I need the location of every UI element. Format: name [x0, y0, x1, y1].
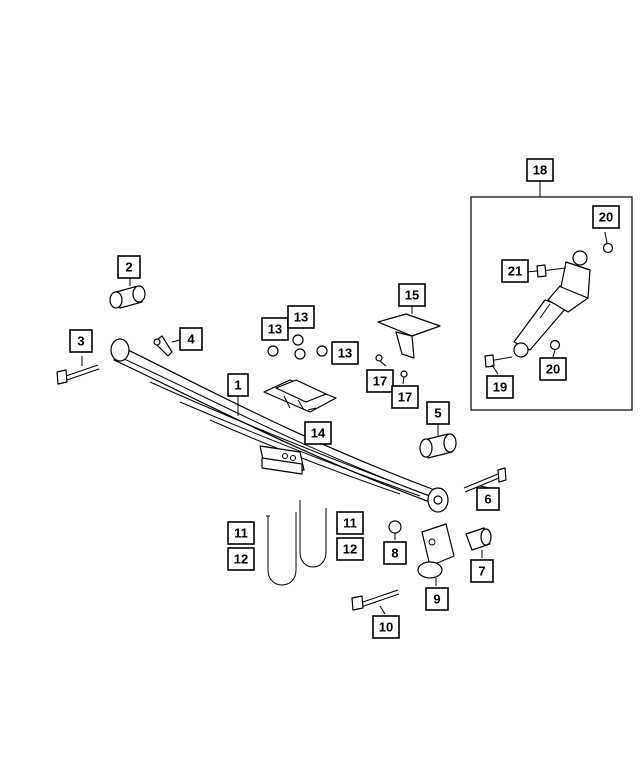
svg-text:20: 20 — [546, 362, 560, 377]
spring-spacer-block[interactable] — [259, 445, 305, 475]
callout-14: 14 — [304, 421, 332, 445]
shock-absorber[interactable] — [513, 250, 591, 358]
svg-text:20: 20 — [599, 210, 613, 225]
svg-text:14: 14 — [311, 426, 326, 441]
callout-15: 15 — [398, 283, 426, 307]
shackle-bolt-long[interactable] — [463, 467, 507, 493]
shock-nut-lower[interactable] — [549, 339, 561, 351]
svg-text:13: 13 — [268, 322, 282, 337]
shackle-bolt[interactable] — [351, 589, 400, 611]
u-bolt-right[interactable] — [299, 500, 327, 568]
svg-text:12: 12 — [234, 552, 248, 567]
callout-13-a: 13 — [261, 317, 289, 341]
svg-text:19: 19 — [493, 380, 507, 395]
callout-6: 6 — [476, 487, 500, 511]
shock-nut-upper[interactable] — [602, 242, 614, 254]
svg-text:9: 9 — [433, 592, 440, 607]
shackle-nut[interactable] — [388, 520, 402, 534]
shackle-bushing[interactable] — [465, 527, 492, 551]
leaf-spring[interactable] — [110, 338, 449, 513]
callout-19: 19 — [486, 375, 514, 399]
svg-text:2: 2 — [125, 260, 132, 275]
bracket-nut-right[interactable] — [400, 370, 408, 378]
svg-text:13: 13 — [338, 346, 352, 361]
svg-text:5: 5 — [434, 406, 441, 421]
callout-12-right: 12 — [336, 537, 364, 561]
callout-2: 2 — [117, 255, 141, 279]
svg-text:17: 17 — [398, 390, 412, 405]
svg-text:1: 1 — [234, 378, 241, 393]
shock-absorber-inset-frame — [470, 196, 633, 411]
callout-13-c: 13 — [331, 341, 359, 365]
jounce-bumper-bracket[interactable] — [377, 306, 441, 359]
svg-text:11: 11 — [234, 526, 248, 541]
callout-4: 4 — [179, 327, 203, 351]
svg-text:15: 15 — [405, 288, 419, 303]
callout-5: 5 — [426, 401, 450, 425]
front-eye-bolt[interactable] — [56, 364, 100, 385]
callout-8: 8 — [383, 541, 407, 565]
callout-20-upper: 20 — [592, 205, 620, 229]
callout-10: 10 — [372, 615, 400, 639]
svg-text:13: 13 — [294, 310, 308, 325]
u-bolt-nuts[interactable] — [267, 334, 328, 360]
spring-clip[interactable] — [153, 335, 173, 357]
callout-20-lower: 20 — [539, 357, 567, 381]
svg-text:11: 11 — [343, 516, 357, 531]
callout-9: 9 — [425, 587, 449, 611]
callout-13-b: 13 — [287, 305, 315, 329]
svg-text:7: 7 — [478, 564, 485, 579]
u-bolt-left[interactable] — [266, 512, 297, 586]
callout-11-left: 11 — [227, 521, 255, 545]
callout-17-left: 17 — [366, 369, 394, 393]
svg-text:12: 12 — [343, 542, 357, 557]
callout-3: 3 — [69, 329, 93, 353]
callout-21: 21 — [501, 259, 529, 283]
shock-bolt-upper[interactable] — [536, 264, 567, 278]
callout-17-right: 17 — [391, 385, 419, 409]
svg-text:17: 17 — [373, 374, 387, 389]
svg-text:8: 8 — [391, 546, 398, 561]
svg-text:18: 18 — [533, 163, 547, 178]
bracket-nut-left[interactable] — [375, 354, 383, 362]
callout-12-left: 12 — [227, 547, 255, 571]
spring-shackle[interactable] — [417, 523, 455, 579]
u-bolt-plate[interactable] — [263, 379, 337, 413]
callout-11-right: 11 — [336, 511, 364, 535]
callout-18: 18 — [526, 158, 554, 182]
svg-text:3: 3 — [77, 334, 84, 349]
svg-text:6: 6 — [484, 492, 491, 507]
svg-text:4: 4 — [187, 332, 195, 347]
svg-text:10: 10 — [379, 620, 393, 635]
shock-bolt-lower[interactable] — [484, 354, 513, 368]
callout-7: 7 — [470, 559, 494, 583]
front-eye-bushing[interactable] — [109, 285, 146, 309]
callout-1: 1 — [227, 373, 249, 397]
svg-text:21: 21 — [508, 264, 522, 279]
rear-eye-bushing[interactable] — [419, 433, 457, 459]
